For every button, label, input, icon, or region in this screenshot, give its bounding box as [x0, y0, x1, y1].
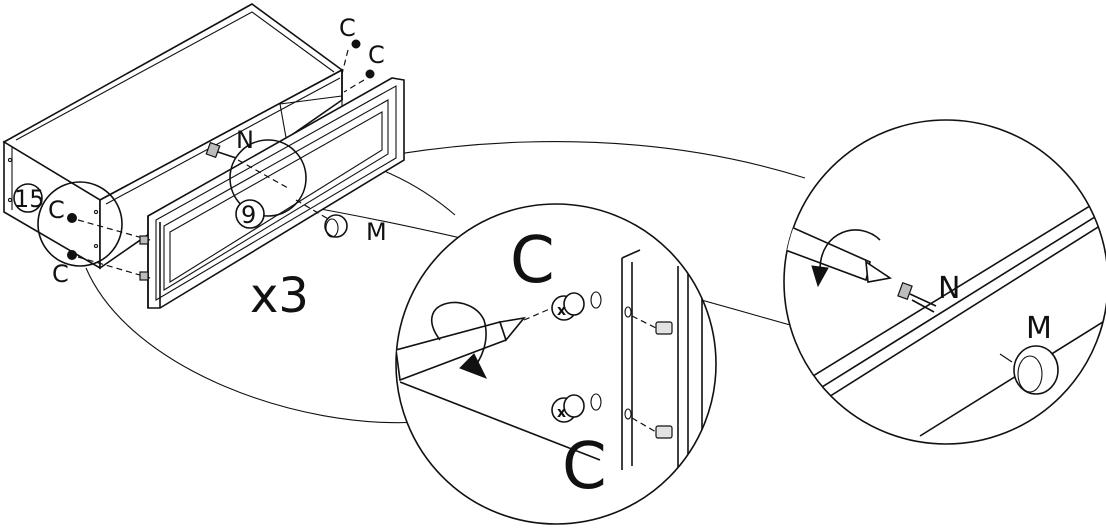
- cam-bolts-top-overview: [341, 39, 375, 93]
- label-step-15: 15: [14, 185, 45, 213]
- drawer-front-panel: [147, 77, 405, 309]
- label-multiplier: x3: [250, 268, 309, 324]
- svg-text:x: x: [557, 303, 566, 319]
- callout-circle-center-overview: [229, 139, 307, 217]
- screw-n-overview: [205, 141, 289, 189]
- label-c-top-1: C: [339, 14, 356, 42]
- label-c-detail-bottom: C: [562, 430, 607, 504]
- step-9-circle: [235, 199, 265, 229]
- callout-circle-left-overview: [37, 181, 123, 267]
- knob-m-overview: [295, 199, 348, 238]
- label-n-detail: N: [938, 271, 960, 306]
- label-c-left-1: C: [48, 196, 65, 224]
- detail-screw-knob: N M: [783, 119, 1106, 445]
- label-step-9: 9: [241, 201, 256, 229]
- label-m-detail: M: [1026, 311, 1052, 346]
- label-c-top-2: C: [368, 41, 385, 69]
- label-n-overview: N: [236, 126, 254, 154]
- label-c-detail-top: C: [510, 224, 555, 298]
- detail-cam-bolts: x x C C: [395, 203, 717, 525]
- label-c-left-2: C: [52, 260, 69, 288]
- step-15-circle: [13, 183, 43, 213]
- svg-text:x: x: [557, 405, 566, 421]
- cam-bolts-left-overview: [67, 213, 151, 281]
- label-m-overview: M: [366, 218, 387, 246]
